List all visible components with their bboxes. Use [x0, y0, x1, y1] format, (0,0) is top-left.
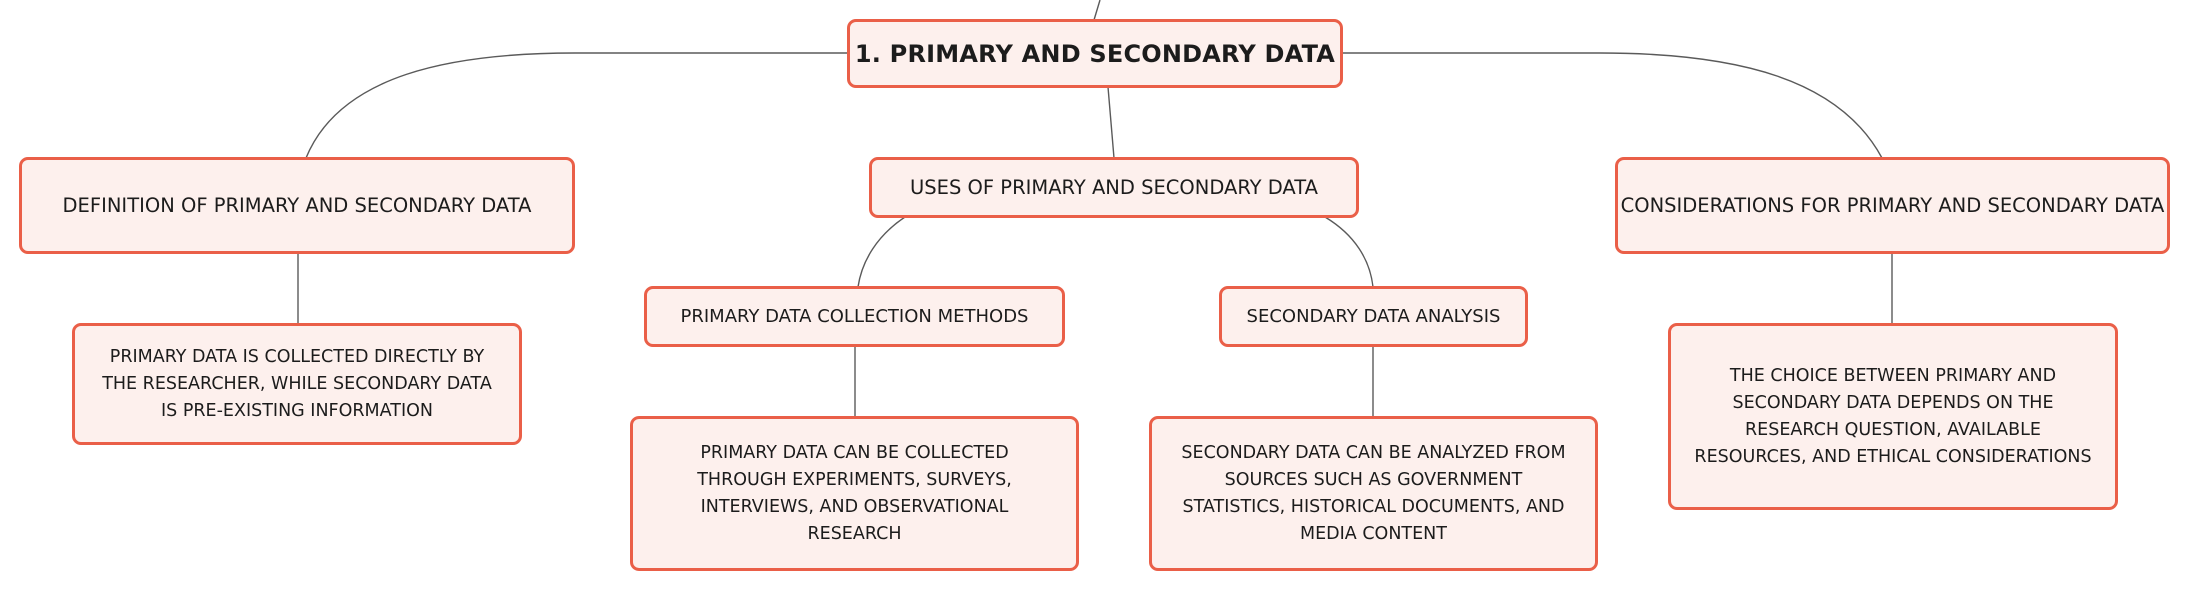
- uses-node-label: Uses of Primary and Secondary Data: [910, 176, 1318, 199]
- considerations-detail-node[interactable]: The choice between primary and secondary…: [1668, 323, 2118, 510]
- considerations-node[interactable]: Considerations for Primary and Secondary…: [1615, 157, 2170, 254]
- root-node-label: 1. Primary and Secondary Data: [854, 39, 1336, 68]
- connector-root-considerations: [1342, 52, 1883, 159]
- considerations-node-label: Considerations for Primary and Secondary…: [1620, 194, 2165, 217]
- connector-uses-secondary-analysis: [1324, 216, 1374, 288]
- connector-root-uses: [1107, 86, 1115, 159]
- primary-methods-node-label: Primary Data Collection Methods: [680, 306, 1029, 327]
- definition-detail-text: Primary data is collected directly by th…: [102, 346, 492, 421]
- connector-root-definition: [305, 52, 848, 159]
- secondary-analysis-detail-node[interactable]: Secondary data can be analyzed from sour…: [1149, 416, 1598, 571]
- definition-detail-node[interactable]: Primary data is collected directly by th…: [72, 323, 522, 445]
- secondary-analysis-detail-text: Secondary data can be analyzed from sour…: [1181, 442, 1566, 544]
- considerations-detail-text: The choice between primary and secondary…: [1694, 365, 2092, 467]
- uses-node[interactable]: Uses of Primary and Secondary Data: [869, 157, 1359, 218]
- definition-node-label: Definition of Primary and Secondary Data: [62, 194, 532, 217]
- secondary-analysis-node-label: Secondary Data Analysis: [1246, 306, 1501, 327]
- connector-root-parent: [1093, 0, 1101, 21]
- primary-methods-detail-text: Primary data can be collected through ex…: [697, 442, 1012, 544]
- definition-node[interactable]: Definition of Primary and Secondary Data: [19, 157, 575, 254]
- primary-methods-node[interactable]: Primary Data Collection Methods: [644, 286, 1065, 347]
- root-node[interactable]: 1. Primary and Secondary Data: [847, 19, 1343, 88]
- primary-methods-detail-node[interactable]: Primary data can be collected through ex…: [630, 416, 1079, 571]
- secondary-analysis-node[interactable]: Secondary Data Analysis: [1219, 286, 1528, 347]
- connector-uses-primary-methods: [857, 216, 906, 288]
